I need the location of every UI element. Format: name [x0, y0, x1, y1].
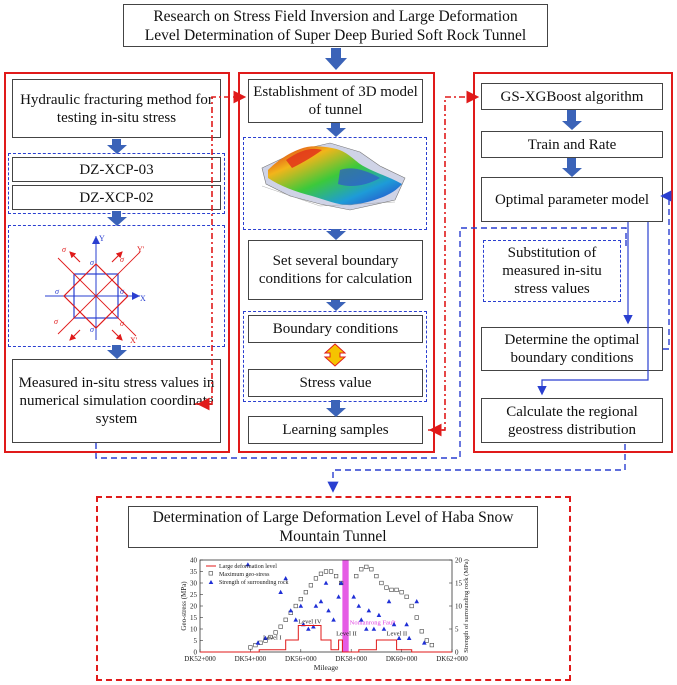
stress-value-label: Stress value	[299, 375, 372, 391]
svg-text:σ: σ	[120, 255, 125, 264]
stress-element-square	[73, 273, 119, 319]
connector-determine-feedback	[660, 190, 672, 350]
connector-optimal-to-calc	[537, 222, 649, 396]
boundary-conditions-label: Boundary conditions	[272, 321, 399, 337]
boundary-set-box: Set several boundary conditions for calc…	[248, 240, 423, 300]
hydraulic-fracturing-label: Hydraulic fracturing method for testing …	[20, 91, 213, 126]
left-column-frame	[4, 72, 230, 453]
learning-samples-label: Learning samples	[282, 422, 389, 438]
rotated-axis-2	[57, 257, 137, 337]
arrow-mid-2	[326, 229, 346, 240]
svg-text:σ: σ	[90, 325, 95, 334]
rotated-stress-element	[63, 263, 129, 329]
establish-model-box: Establishment of 3D model of tunnel	[248, 79, 423, 123]
determine-boundary-box: Determine the optimal boundary condition…	[481, 327, 663, 371]
borehole-label-1: DZ-XCP-03	[79, 161, 154, 178]
stress-labels: Y X Y' X' σ σ σ σ σ σ σ σ	[54, 234, 146, 345]
arrow-left-2	[107, 211, 127, 226]
train-rate-box: Train and Rate	[481, 131, 663, 158]
axis-label-x: X	[140, 294, 146, 303]
calculate-geostress-label: Calculate the regional geostress distrib…	[506, 403, 638, 438]
gs-xgboost-box: GS-XGBoost algorithm	[481, 83, 663, 110]
svg-text:σ: σ	[55, 287, 60, 296]
boundary-set-label: Set several boundary conditions for calc…	[258, 253, 413, 287]
stress-diagram: Y X Y' X' σ σ σ σ σ σ σ σ	[45, 234, 146, 345]
main-title-box: Research on Stress Field Inversion and L…	[123, 4, 548, 47]
svg-text:σ: σ	[120, 319, 125, 328]
axis-label-x-prime: X'	[130, 336, 138, 345]
calculate-geostress-box: Calculate the regional geostress distrib…	[481, 398, 663, 443]
terrain-3d-model	[261, 142, 406, 211]
connector-measured-to-substitution	[95, 227, 627, 459]
bottom-title-box: Determination of Large Deformation Level…	[128, 506, 538, 548]
arrow-mid-4	[326, 400, 346, 417]
borehole-dz-xcp-02: DZ-XCP-02	[12, 185, 221, 210]
gs-xgboost-label: GS-XGBoost algorithm	[500, 88, 644, 105]
borehole-label-2: DZ-XCP-02	[79, 189, 154, 206]
determine-boundary-label: Determine the optimal boundary condition…	[504, 332, 640, 366]
arrow-mid-1	[326, 123, 346, 137]
arrow-mid-3	[326, 300, 346, 311]
main-title-line2: Level Determination of Super Deep Buried…	[144, 26, 527, 44]
learning-samples-box: Learning samples	[248, 416, 423, 444]
arrow-left-3	[107, 345, 127, 359]
svg-text:σ: σ	[120, 287, 125, 296]
optimal-model-label: Optimal parameter model	[494, 191, 650, 208]
svg-text:σ: σ	[90, 258, 95, 267]
rotated-axis-1	[57, 251, 141, 335]
measured-stress-label: Measured in-situ stress values in numeri…	[18, 375, 215, 427]
arrow-right-2	[562, 158, 582, 177]
axis-arrows	[92, 236, 140, 300]
substitution-label: Substitution of measured in-situ stress …	[502, 245, 602, 297]
borehole-dz-xcp-03: DZ-XCP-03	[12, 157, 221, 182]
middle-column-frame	[238, 72, 435, 453]
axis-label-y: Y	[99, 234, 105, 243]
bottom-title-line2: Mountain Tunnel	[279, 528, 387, 545]
arrow-title-down	[325, 48, 347, 70]
substitution-box: Substitution of measured in-situ stress …	[483, 240, 621, 302]
flow-arrows	[107, 48, 582, 417]
axis-label-y-prime: Y'	[137, 245, 145, 254]
boundary-conditions-box: Boundary conditions	[248, 315, 423, 343]
stress-value-box: Stress value	[248, 369, 423, 397]
main-title-line1: Research on Stress Field Inversion and L…	[153, 7, 518, 25]
bottom-title-line1: Determination of Large Deformation Level…	[152, 509, 514, 526]
svg-text:σ: σ	[54, 317, 59, 326]
hydraulic-fracturing-box: Hydraulic fracturing method for testing …	[12, 79, 221, 138]
measured-stress-box: Measured in-situ stress values in numeri…	[12, 359, 221, 443]
arrow-right-1	[562, 110, 582, 130]
connector-middle-to-right	[428, 90, 480, 431]
right-column-frame	[473, 72, 673, 453]
train-rate-label: Train and Rate	[527, 136, 617, 153]
bottom-result-frame	[96, 496, 571, 681]
stress-arrows	[69, 251, 123, 341]
establish-model-label: Establishment of 3D model of tunnel	[253, 84, 418, 118]
connector-left-to-middle	[195, 90, 247, 405]
arrow-left-1	[107, 139, 127, 154]
double-arrow	[323, 343, 347, 367]
connector-calc-to-bottom	[327, 444, 626, 493]
svg-text:σ: σ	[62, 245, 67, 254]
